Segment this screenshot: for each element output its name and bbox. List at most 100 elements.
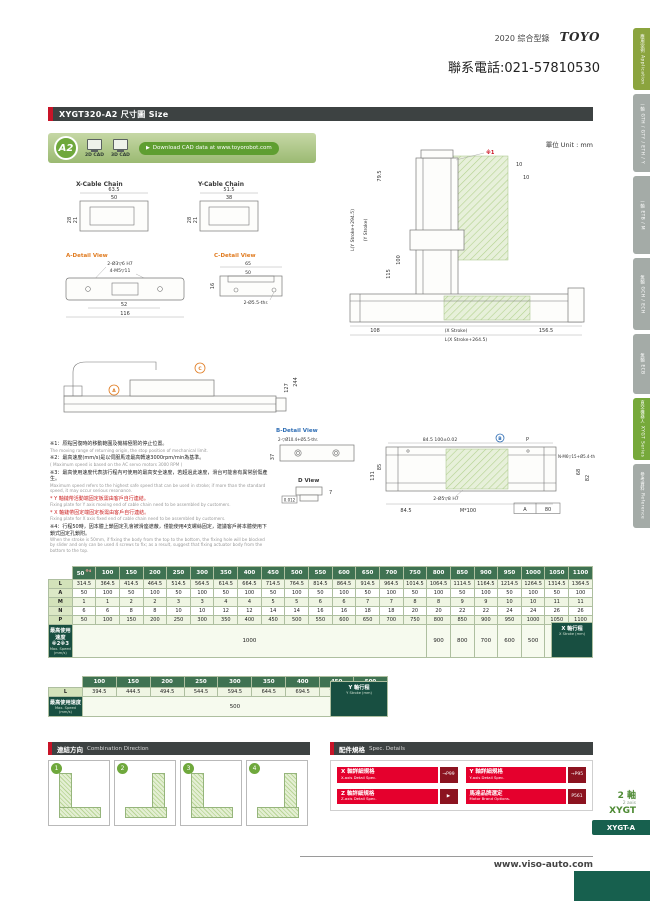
a-detail-title: A-Detail View	[66, 253, 108, 259]
note-item: ※1：原點回復時的移動範圍及機械極限的停止位置。The moving range…	[50, 441, 208, 453]
cad-2d-button[interactable]: 2D CAD	[85, 138, 104, 158]
column-header: 1100	[568, 566, 593, 580]
dim: L(X Stroke+264.5)	[445, 337, 488, 343]
sidebar-tab[interactable]: 一軸 GTH / GTY / ETH / Y	[633, 94, 650, 172]
sidebar-tab[interactable]: 無軸 ECB	[633, 334, 650, 394]
table-cell: 9	[473, 596, 499, 607]
table-cell: 1114.5	[449, 578, 475, 589]
table-cell: 1214.5	[497, 578, 522, 589]
column-header: 450	[260, 566, 286, 580]
table-cell: 1	[95, 596, 120, 607]
note-item: * Y 軸鏈帶活動端固定板需由客戶自行連結。Fixing plate for Y…	[50, 495, 231, 508]
table-cell: 100	[520, 587, 546, 598]
combination-option-1[interactable]: 1	[48, 760, 110, 826]
axis-thumbnail-horizontal	[257, 807, 299, 818]
dim: 2-Ø5▽8 H7	[433, 495, 458, 502]
cad-2d-label: 2D CAD	[85, 152, 104, 158]
page-title: XYGT320-A2 尺寸圖 Size	[59, 109, 169, 119]
column-header: 850	[449, 566, 475, 580]
table-cell: 50	[402, 587, 428, 598]
ref-mark-1: ※1	[486, 150, 495, 156]
header-accent	[48, 742, 52, 755]
dim: 21	[193, 217, 199, 223]
dim: 127	[284, 383, 290, 393]
combination-option-4[interactable]: 4	[246, 760, 308, 826]
dim: 2-Ø3▽6 H7	[107, 260, 132, 267]
table-cell: 850	[449, 614, 475, 625]
column-header: 500	[284, 566, 310, 580]
table-cell: 6	[331, 596, 357, 607]
combination-title-en: Combination Direction	[87, 745, 149, 752]
table-cell: 600	[331, 614, 357, 625]
column-header: 350	[251, 676, 287, 688]
dim: 79.5	[377, 170, 383, 181]
view-marker-a: A	[112, 388, 116, 394]
sidebar-tab[interactable]: 一軸 ETB / M	[633, 176, 650, 254]
dim: A	[523, 507, 527, 513]
cad-3d-button[interactable]: 3D CAD	[111, 138, 130, 158]
row-label: N	[48, 605, 73, 616]
row-label: M	[48, 596, 73, 607]
dim: 10	[516, 162, 522, 168]
table-cell: 11	[544, 596, 570, 607]
table-cell: 514.5	[166, 578, 191, 589]
view-marker-b: B	[498, 436, 502, 442]
xygt-a-tab[interactable]: XYGT-A	[592, 820, 650, 835]
table-cell: 50	[355, 587, 380, 598]
combination-option-2[interactable]: 2	[114, 760, 176, 826]
monitor-icon	[86, 138, 102, 152]
table-cell: 450	[260, 614, 286, 625]
dim: 131	[370, 471, 376, 481]
speed-cell: 500	[520, 623, 546, 658]
table-cell: 250	[166, 614, 191, 625]
table-cell: 500	[284, 614, 310, 625]
sidebar-tab[interactable]: 直交機器人 XYGT Series	[633, 398, 650, 460]
dim: 244	[293, 377, 299, 387]
dim: 100	[396, 255, 402, 265]
page-reference-chip[interactable]: ▶	[439, 788, 458, 805]
sidebar-tab[interactable]: 應用案例 Application	[633, 28, 650, 90]
combination-number-badge: 2	[117, 763, 128, 774]
page-reference-chip[interactable]: →P95	[568, 767, 586, 783]
axis-thumbnail-horizontal	[125, 807, 167, 818]
download-cad-button[interactable]: ▶ Download CAD data at www.toyorobot.com	[138, 141, 279, 155]
corner-block	[574, 871, 650, 901]
combination-option-3[interactable]: 3	[180, 760, 242, 826]
page-reference-chip[interactable]: →P99	[439, 767, 458, 783]
table-cell: 950	[497, 614, 522, 625]
table-cell: 200	[142, 614, 168, 625]
table-cell: 50	[497, 587, 522, 598]
combination-header: 連結方向 Combination Direction	[48, 742, 310, 755]
dim: 28	[187, 217, 193, 223]
table-cell: 22	[449, 605, 475, 616]
table-cell: 1014.5	[402, 578, 428, 589]
note-item: ※2：最高速度(mm/s)是以伺服馬達最高轉速3000rpm/min為基準。( …	[50, 455, 205, 467]
table-cell: 50	[213, 587, 239, 598]
table-cell: 2	[142, 596, 168, 607]
table-cell: 650	[355, 614, 380, 625]
table-cell: 364.5	[95, 578, 120, 589]
combination-number-badge: 1	[51, 763, 62, 774]
table-cell: 8	[402, 596, 428, 607]
column-header: 800	[426, 566, 451, 580]
table-cell: 20	[402, 605, 428, 616]
sidebar-tab[interactable]: 參考資料 Reference	[633, 464, 650, 528]
sidebar-tab[interactable]: 無軸 GCH / ECH	[633, 258, 650, 330]
website: www.viso-auto.com	[493, 860, 593, 870]
b-detail-title: B-Detail View	[276, 428, 318, 434]
unit-label: 單位 Unit : mm	[545, 141, 593, 149]
table-cell: 100	[473, 587, 499, 598]
axis-info: 2 軸 2 axis XYGT	[609, 788, 636, 816]
table-cell: 1364.5	[568, 578, 593, 589]
table-cell: 750	[402, 614, 428, 625]
note-item: ※4：行程50時，因本體上鎖固定孔會被滑座遮蔽，僅能使用4支螺絲固定，建議客戶將…	[50, 524, 267, 553]
page-reference-chip[interactable]: P561	[568, 788, 586, 805]
dim: 38	[226, 195, 232, 201]
dim: L(Y Stroke+294.5)	[350, 209, 356, 251]
